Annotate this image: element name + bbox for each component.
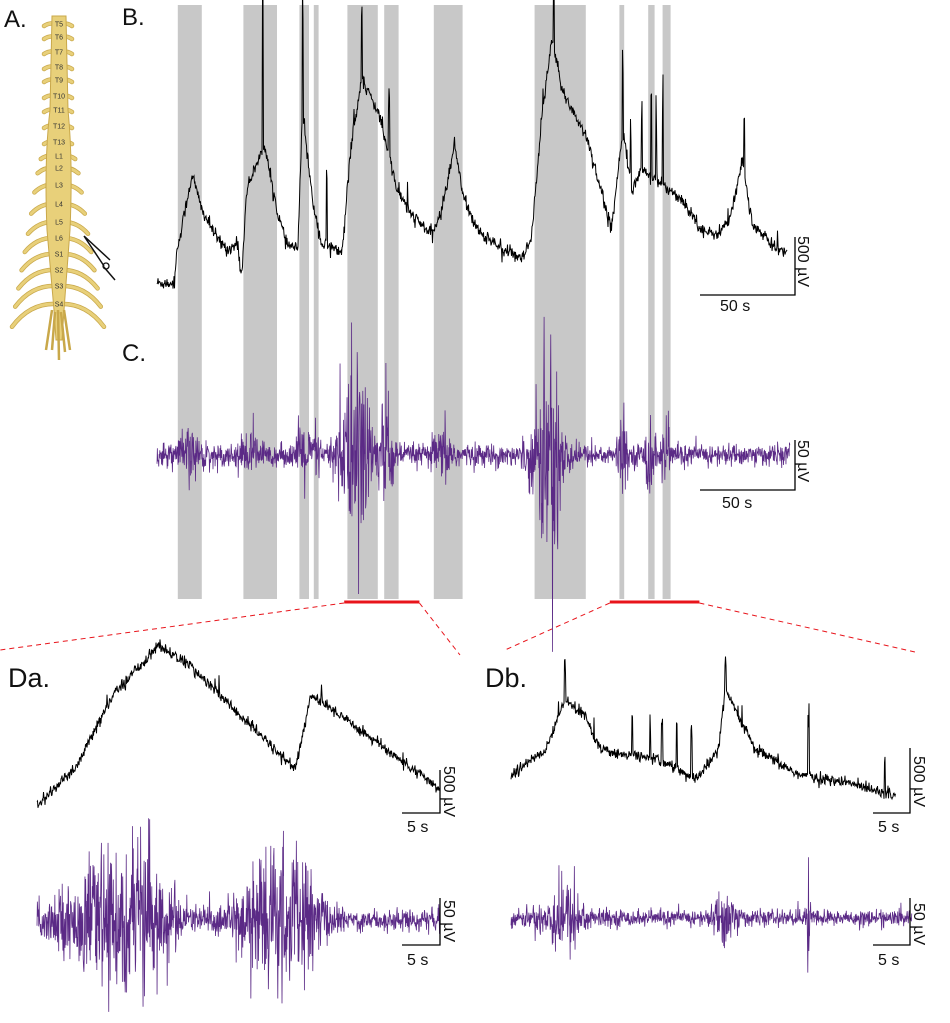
trace-da-emg [36, 818, 441, 1012]
segment-label-l5: L5 [55, 220, 63, 227]
db-scale-y-label: 500 µV [910, 756, 927, 807]
gray-interval [177, 5, 202, 599]
segment-label-t10: T10 [53, 94, 65, 101]
gray-interval [347, 5, 378, 599]
segment-label-t9: T9 [55, 78, 63, 85]
trace-b-lfp [156, 0, 788, 289]
spinal-cord-diagram: T5T6T7T8T9T10T11T12T13L1L2L3L4L5L6S1S2S3… [9, 15, 116, 361]
da-emg-scale-y-label: 50 µV [440, 900, 457, 942]
segment-label-t13: T13 [53, 140, 65, 147]
b-scale-bar [700, 237, 796, 296]
panel-label-db: Db. [485, 663, 528, 693]
c-scale-y-label: 50 µV [794, 440, 811, 482]
segment-label-t5: T5 [55, 22, 63, 29]
cauda-equina [44, 309, 72, 361]
spinal-cord-body [45, 15, 72, 341]
segment-label-t8: T8 [55, 65, 63, 72]
da-scale-bar [402, 770, 441, 814]
gray-interval [662, 5, 671, 599]
segment-label-s3: S3 [55, 284, 64, 291]
zoom-connector-line [0, 602, 345, 651]
scale-bars: 500 µV 50 s 50 µV 50 s 500 µV 5 s 50 µV … [402, 236, 927, 969]
da-scale-x-label: 5 s [407, 819, 428, 836]
da-scale-y-label: 500 µV [440, 766, 457, 817]
gray-interval [648, 5, 655, 599]
electrode-icon [83, 235, 116, 281]
gray-interval [433, 5, 463, 599]
gray-interval [384, 5, 399, 599]
db-emg-scale-y-label: 50 µV [910, 903, 927, 945]
da-emg-scale-x-label: 5 s [407, 952, 428, 969]
gray-interval [313, 5, 319, 599]
b-scale-y-label: 500 µV [794, 236, 811, 287]
segment-label-t6: T6 [55, 35, 63, 42]
panel-label-a: A. [4, 6, 27, 33]
zoom-connector-line [504, 602, 611, 651]
panel-label-c: C. [122, 340, 146, 367]
segment-label-l1: L1 [55, 154, 63, 161]
gray-interval [299, 5, 309, 599]
segment-label-t7: T7 [55, 50, 63, 57]
trace-db-lfp [510, 656, 896, 801]
electrode-tip-icon [102, 262, 110, 270]
segment-label-l4: L4 [55, 202, 63, 209]
gray-interval [243, 5, 277, 599]
db-scale-x-label: 5 s [878, 819, 899, 836]
gray-shading [0, 5, 916, 656]
segment-label-s4: S4 [55, 302, 64, 309]
zoom-connector-line [699, 602, 916, 653]
trace-c-emg [156, 316, 791, 652]
c-scale-bar [700, 440, 796, 491]
segment-label-l2: L2 [55, 166, 63, 173]
segment-label-t12: T12 [53, 124, 65, 131]
segment-label-t11: T11 [53, 108, 65, 115]
segment-label-s1: S1 [55, 252, 64, 259]
db-scale-bar [873, 748, 911, 814]
db-emg-scale-bar [873, 898, 911, 946]
da-emg-scale-bar [402, 898, 441, 946]
db-emg-scale-x-label: 5 s [878, 952, 899, 969]
panel-label-b: B. [122, 4, 145, 31]
zoom-connector-line [419, 602, 461, 656]
segment-label-l3: L3 [55, 183, 63, 190]
trace-db-emg [510, 857, 913, 973]
panel-label-da: Da. [8, 663, 51, 693]
b-scale-x-label: 50 s [720, 298, 750, 315]
segment-label-l6: L6 [55, 236, 63, 243]
traces [36, 0, 913, 1012]
segment-label-s2: S2 [55, 268, 64, 275]
trace-da-lfp [36, 639, 440, 808]
c-scale-x-label: 50 s [722, 495, 752, 512]
gray-interval [619, 5, 625, 599]
